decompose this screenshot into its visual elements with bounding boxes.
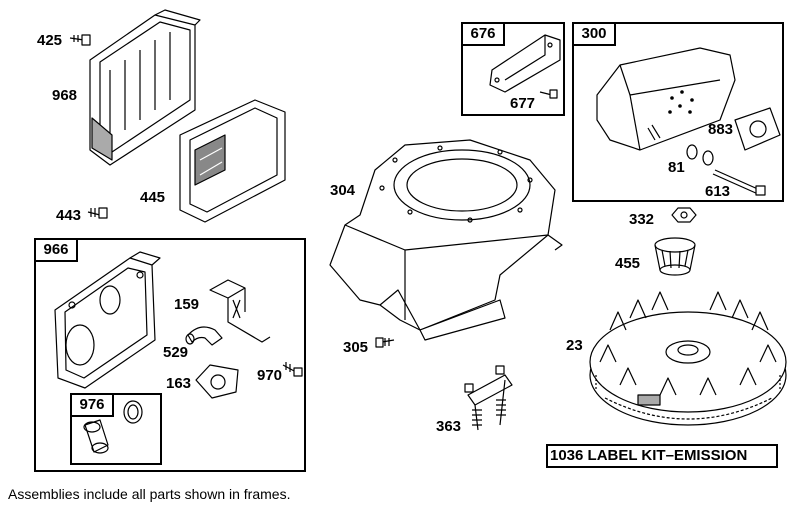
- footer-note: Assemblies include all parts shown in fr…: [8, 486, 291, 502]
- frame-976: [70, 393, 162, 465]
- deflector-drawing: [489, 34, 561, 99]
- frame-676-tag: 676: [461, 22, 505, 46]
- part-label-677: 677: [510, 95, 536, 112]
- part-label-23: 23: [566, 337, 583, 354]
- frame-300-tag: 300: [572, 22, 616, 46]
- part-label-613: 613: [705, 183, 731, 200]
- bracket-159-drawing: [209, 279, 271, 343]
- part-label-455: 455: [615, 255, 641, 272]
- muffler-drawing: [596, 47, 736, 151]
- flywheel-drawing: [589, 291, 787, 426]
- screw-425-drawing: [69, 34, 91, 46]
- frame-676: [461, 22, 565, 116]
- part-label-443: 443: [56, 207, 82, 224]
- part-label-968: 968: [52, 87, 78, 104]
- frame-300: [572, 22, 784, 202]
- part-label-81: 81: [668, 159, 685, 176]
- blower-housing-drawing: [329, 139, 563, 341]
- part-label-305: 305: [343, 339, 369, 356]
- nut-drawing: [671, 207, 697, 223]
- bolt-drawing: [712, 169, 766, 196]
- brake-bracket-drawing: [464, 365, 513, 431]
- part-label-332: 332: [629, 211, 655, 228]
- screw-970-drawing: [282, 362, 303, 377]
- carburetor-bracket-drawing: [54, 251, 161, 389]
- clamp-976-drawing: [123, 400, 143, 424]
- gasket-163-drawing: [195, 364, 239, 399]
- screw-305-drawing: [375, 337, 395, 348]
- frame-976-tag: 976: [70, 393, 114, 417]
- filter-976-drawing: [83, 419, 109, 454]
- frame-966: [34, 238, 306, 472]
- part-label-159: 159: [174, 296, 200, 313]
- part-label-529: 529: [163, 344, 189, 361]
- part-label-163: 163: [166, 375, 192, 392]
- part-label-425: 425: [37, 32, 63, 49]
- washers-drawing: [686, 144, 714, 166]
- part-label-445: 445: [140, 189, 166, 206]
- part-label-970: 970: [257, 367, 283, 384]
- part-label-883: 883: [708, 121, 734, 138]
- frame-966-tag: 966: [34, 238, 78, 262]
- part-label-304: 304: [330, 182, 356, 199]
- screw-443-drawing: [87, 207, 108, 219]
- elbow-529-drawing: [185, 326, 223, 346]
- part-label-363: 363: [436, 418, 462, 435]
- air-filter-drawing: [179, 99, 286, 223]
- cup-drawing: [654, 237, 696, 276]
- gasket-drawing: [734, 107, 781, 151]
- label-kit-box: 1036 LABEL KIT–EMISSION: [546, 444, 778, 468]
- air-cleaner-cover-drawing: [89, 9, 201, 166]
